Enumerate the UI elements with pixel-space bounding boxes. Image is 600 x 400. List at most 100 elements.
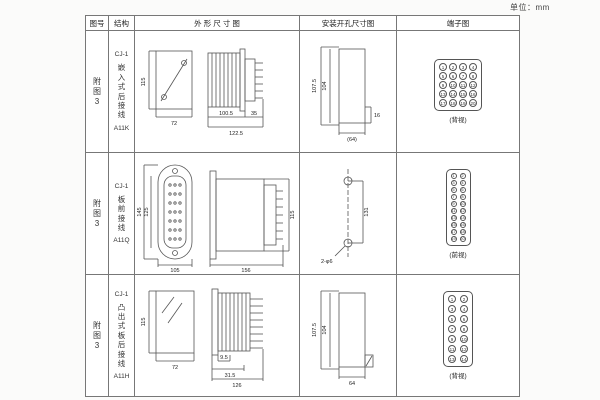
terminal-circle: 6: [459, 186, 466, 193]
model-code: A11K: [113, 124, 130, 132]
structure-cell: CJ-1 凸出式板后接线 A11H: [108, 275, 134, 396]
terminal-circle: 2: [459, 172, 466, 179]
dim-label: 9.5: [220, 355, 228, 361]
dim-label: 100.5: [219, 111, 233, 117]
mounting-cell: 107.5 104 64: [299, 275, 396, 396]
outline-drawing-a11q: 125 145 105 156 115: [137, 164, 296, 273]
terminal-circle: 1: [439, 63, 447, 71]
terminal-view-caption: (前视): [449, 251, 467, 259]
terminal-circle: 12: [459, 207, 466, 214]
terminal-circle: 7: [450, 193, 457, 200]
terminal-circle: 13: [450, 214, 457, 221]
terminal-circle: 14: [459, 214, 466, 221]
dim-label: 125: [144, 207, 150, 216]
dim-label: 35: [250, 111, 256, 117]
dim-label: 105: [170, 268, 179, 273]
outline-cell: 115 72 9.5 31.5 126: [134, 275, 299, 396]
dim-label: 107.5: [312, 323, 318, 337]
terminal-circle: 3: [459, 63, 467, 71]
spec-table: 图号 结构 外 形 尺 寸 图 安装开孔尺寸图 端子图 附图3 CJ-1 嵌入式…: [85, 15, 520, 397]
model-code: A11H: [113, 373, 130, 381]
dim-label: 115: [141, 317, 147, 326]
structure-desc: 凸出式板后接线: [117, 302, 126, 368]
terminal-circle: 15: [450, 221, 457, 228]
terminal-circle: 5: [450, 186, 457, 193]
terminal-circle: 17: [439, 99, 447, 107]
mounting-cell: 107.5 104 16 (64): [299, 31, 396, 152]
dim-label: 104: [322, 325, 328, 334]
dim-label: 115: [290, 210, 296, 219]
terminal-circle: 12: [469, 81, 477, 89]
terminal-circle: 6: [449, 72, 457, 80]
terminal-circle: 19: [459, 99, 467, 107]
dim-label: 2-φ6: [321, 259, 333, 265]
terminal-circle: 5: [448, 315, 456, 323]
terminal-circle: 11: [448, 345, 456, 353]
header-mounting: 安装开孔尺寸图: [299, 16, 396, 30]
terminal-circle: 3: [450, 179, 457, 186]
table-row-a11q: 附图3 CJ-1 板前接线 A11Q: [86, 152, 519, 274]
mounting-drawing-a11k: 107.5 104 16 (64): [312, 46, 380, 143]
terminal-circle: 8: [460, 325, 468, 333]
mounting-cell: 131 2-φ6: [299, 153, 396, 274]
header-figure: 图号: [89, 18, 105, 28]
terminal-view-caption: (背视): [449, 117, 467, 124]
terminal-circle: 5: [439, 72, 447, 80]
model-label: CJ-1: [114, 290, 129, 298]
model-code: A11Q: [113, 237, 130, 245]
terminal-circle: 4: [459, 179, 466, 186]
terminal-circle: 8: [469, 72, 477, 80]
dim-label: 156: [241, 268, 250, 273]
terminal-circle: 16: [459, 221, 466, 228]
terminal-circle: 13: [439, 90, 447, 98]
terminal-circle: 9: [439, 81, 447, 89]
terminal-circle: 20: [469, 99, 477, 107]
terminal-circle: 14: [460, 355, 468, 363]
figure-number: 附图3: [93, 76, 101, 106]
dim-label: 16: [374, 113, 380, 119]
terminal-circle: 8: [459, 193, 466, 200]
outline-cell: 125 145 105 156 115: [134, 153, 299, 274]
mounting-drawing-a11q: 131 2-φ6: [321, 168, 370, 265]
terminal-circle: 4: [469, 63, 477, 71]
header-structure: 结构: [108, 16, 134, 30]
terminal-circle: 3: [448, 305, 456, 313]
terminal-circle: 1: [448, 295, 456, 303]
terminal-circle: 9: [450, 200, 457, 207]
dim-label: 104: [322, 81, 328, 90]
terminal-circle: 18: [449, 99, 457, 107]
terminal-circle: 4: [460, 305, 468, 313]
structure-desc: 板前接线: [117, 194, 126, 232]
dim-label: 115: [141, 77, 147, 86]
terminal-circle: 14: [449, 90, 457, 98]
outline-drawing-a11h: 115 72 9.5 31.5 126: [141, 288, 263, 389]
terminal-circle: 10: [459, 200, 466, 207]
header-outline: 外 形 尺 寸 图: [134, 16, 299, 30]
dim-label: 31.5: [224, 373, 235, 379]
terminal-circle: 13: [448, 355, 456, 363]
table-header-row: 图号 结构 外 形 尺 寸 图 安装开孔尺寸图 端子图: [86, 16, 519, 30]
dim-label: 122.5: [229, 131, 243, 137]
terminal-circle: 18: [459, 228, 466, 235]
figure-number: 附图3: [93, 320, 101, 350]
dim-label: 64: [348, 381, 354, 387]
terminal-circle: 2: [460, 295, 468, 303]
unit-label: 单位：mm: [510, 3, 550, 12]
terminal-circle: 16: [469, 90, 477, 98]
terminal-circle: 11: [450, 207, 457, 214]
dim-label: 107.5: [312, 79, 318, 93]
terminal-circle: 20: [459, 235, 466, 242]
outline-cell: 115 72 100.5 35 122.5: [134, 31, 299, 152]
outline-drawing-a11k: 115 72 100.5 35 122.5: [141, 48, 263, 137]
figure-cell: 附图3: [86, 31, 108, 152]
header-terminal: 端子图: [396, 16, 519, 30]
dim-label: 126: [232, 383, 241, 389]
terminal-circle: 10: [449, 81, 457, 89]
terminal-circle: 7: [448, 325, 456, 333]
